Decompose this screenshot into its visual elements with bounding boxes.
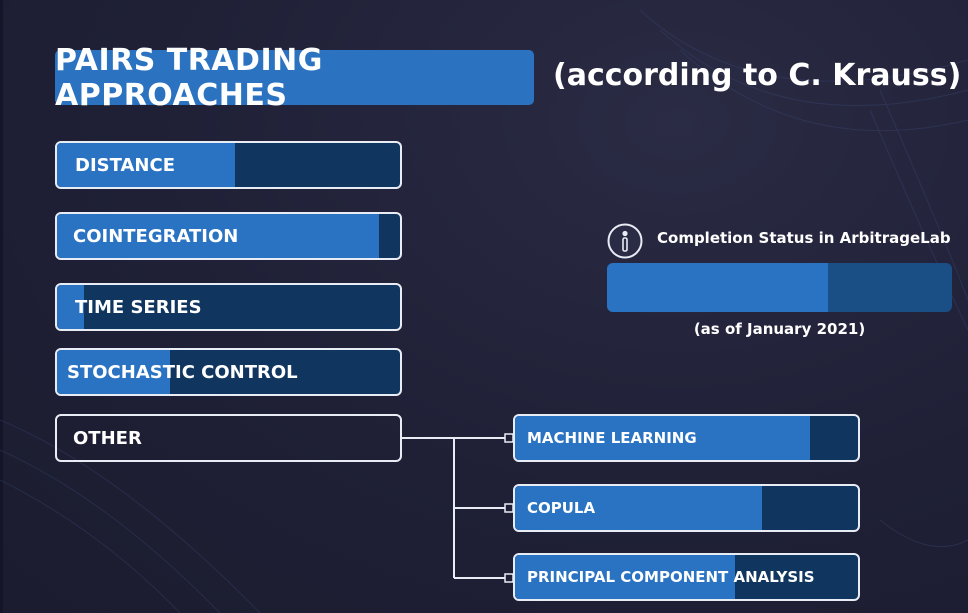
approach-bar-cointegration: COINTEGRATION xyxy=(55,212,402,260)
approach-label: COPULA xyxy=(527,499,596,517)
completion-status-date: (as of January 2021) xyxy=(693,320,866,338)
approach-bar-distance: DISTANCE xyxy=(55,141,402,189)
page-title: PAIRS TRADING APPROACHES xyxy=(55,43,534,113)
approach-label: OTHER xyxy=(73,427,142,449)
left-edge-strip xyxy=(0,0,3,613)
approach-label: DISTANCE xyxy=(75,154,175,176)
completion-status-label: Completion Status in ArbitrageLab xyxy=(657,229,951,247)
approach-bar-other: OTHER xyxy=(55,414,402,462)
approach-bar-stochastic-control: STOCHASTIC CONTROL xyxy=(55,348,402,396)
completion-fill xyxy=(515,555,735,599)
completion-fill xyxy=(57,143,236,187)
completion-fill xyxy=(57,350,171,394)
completion-status-fill xyxy=(607,263,828,312)
approach-label: COINTEGRATION xyxy=(73,225,239,247)
approach-label: MACHINE LEARNING xyxy=(527,429,697,447)
approach-bar-machine-learning: MACHINE LEARNING xyxy=(513,414,860,462)
completion-status-bar xyxy=(607,263,952,312)
info-icon xyxy=(607,223,643,259)
completion-fill xyxy=(57,285,85,329)
approach-bar-principal-component-analysis: PRINCIPAL COMPONENT ANALYSIS xyxy=(513,553,860,601)
approach-label: TIME SERIES xyxy=(75,296,202,318)
completion-fill xyxy=(515,416,810,460)
approach-bar-time-series: TIME SERIES xyxy=(55,283,402,331)
completion-fill xyxy=(515,486,762,530)
completion-fill xyxy=(57,214,380,258)
title-attribution: (according to C. Krauss) xyxy=(553,58,962,93)
approach-bar-copula: COPULA xyxy=(513,484,860,532)
approach-label: PRINCIPAL COMPONENT ANALYSIS xyxy=(527,568,815,586)
approach-label: STOCHASTIC CONTROL xyxy=(67,361,298,383)
